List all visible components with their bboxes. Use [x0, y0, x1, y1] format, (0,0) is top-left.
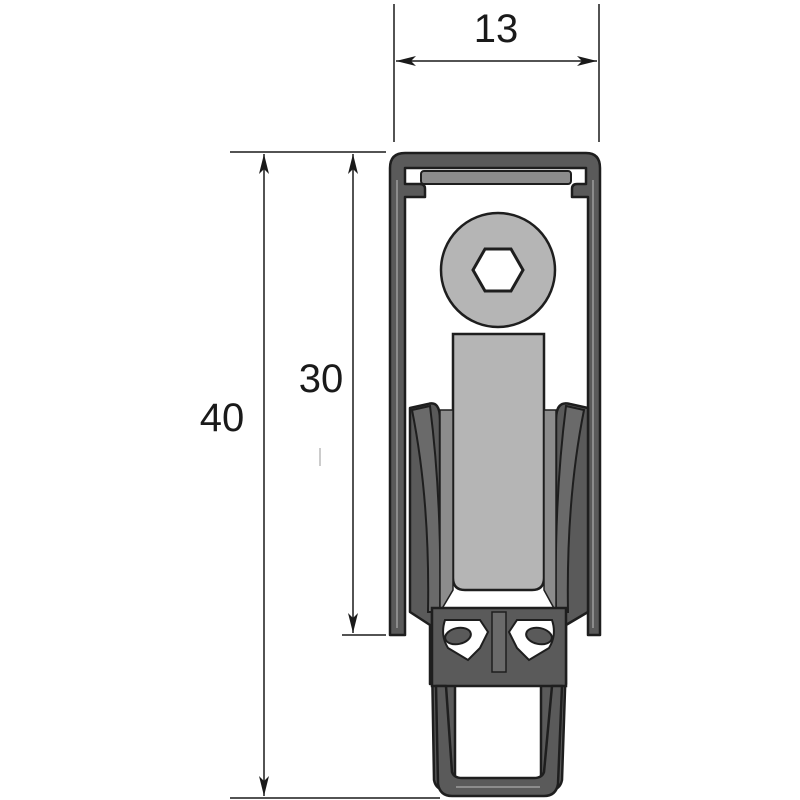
outer-housing-profile: [388, 151, 602, 637]
grey-insert: [439, 332, 557, 615]
hex-screw: [439, 211, 557, 329]
hinge-right-slot: [525, 626, 553, 646]
inner-height-dimension-label: 30: [299, 357, 344, 401]
insert-flange: [439, 409, 454, 615]
total-height-dimension-label: 40: [200, 396, 245, 440]
seal-hinge-block: [430, 606, 568, 688]
width-dimension-label: 13: [474, 7, 519, 51]
hinge-center-divider: [491, 611, 507, 673]
housing-shell: [388, 151, 602, 637]
inner-height-dimension: 30: [230, 151, 386, 636]
insert-flange-right: [543, 409, 557, 613]
hex-socket-icon: [471, 247, 525, 293]
hinge-left-slot: [444, 626, 472, 646]
insert-body: [451, 332, 546, 592]
width-dimension: 13: [393, 4, 600, 142]
total-height-dimension: 40: [200, 154, 440, 799]
bottom-seal-loop: [434, 684, 564, 798]
top-slot-strip: [420, 170, 572, 185]
seal-loop-outer: [434, 684, 564, 798]
